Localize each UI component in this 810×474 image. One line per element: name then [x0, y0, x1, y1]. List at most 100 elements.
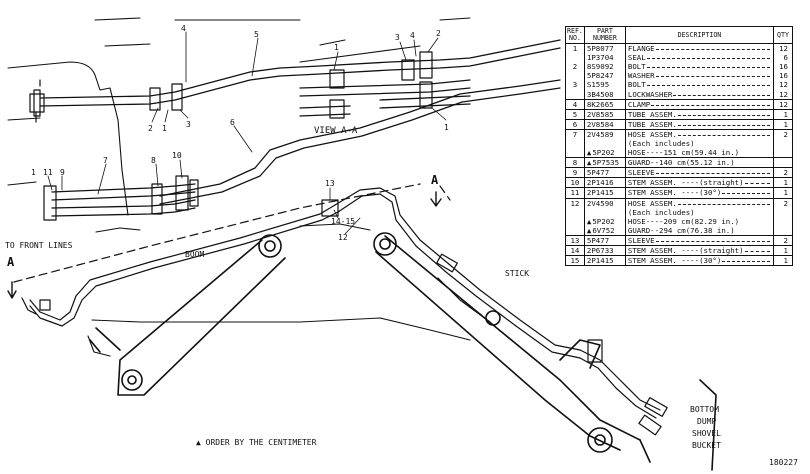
- frame-outline: [7, 17, 471, 233]
- parts-table-header: REF. NO. PART NUMBER DESCRIPTION QTY: [565, 26, 793, 44]
- part-number-cell: 8K2665: [583, 98, 626, 110]
- ref-no-cell-text: 9: [572, 168, 578, 178]
- ref-no-cell-text: 3: [572, 80, 578, 90]
- part-number-cell: S1595: [583, 80, 626, 90]
- qty-cell: 1: [773, 244, 793, 256]
- part-number-cell-text: 2V4590: [586, 198, 614, 208]
- callout-14-15: 14-15: [331, 217, 355, 226]
- part-number-cell: ▲6V752: [583, 225, 626, 236]
- description-text: BOLT: [627, 80, 646, 90]
- part-number-cell: 2V8584: [583, 118, 626, 130]
- ref-no-cell-text: 12: [570, 198, 580, 208]
- ref-no-cell: 4: [565, 98, 585, 110]
- section-line-a: [13, 183, 451, 283]
- part-number-cell-text: 5P7535: [592, 158, 620, 168]
- qty-cell-text: 1: [783, 246, 788, 256]
- centimeter-order-marker-icon: ▲: [586, 225, 592, 235]
- leader-dashes: [722, 189, 770, 195]
- ref-no-cell: 15: [565, 255, 585, 266]
- description-text: BOLT: [627, 62, 646, 72]
- part-number-cell-text: 5P477: [586, 235, 610, 245]
- qty-cell-text: 1: [783, 109, 788, 119]
- description-cell: HOSE----209 cm(82.29 in.): [624, 216, 775, 226]
- ref-no-cell: [565, 225, 585, 236]
- flange-fittings: [29, 51, 433, 221]
- part-number-header: PART NUMBER: [583, 26, 626, 44]
- parts-row: (Each includes): [565, 207, 793, 217]
- qty-cell-text: 1: [783, 178, 788, 188]
- ref-no-header: REF. NO.: [565, 26, 585, 44]
- callout-8: 8: [151, 156, 156, 165]
- part-number-cell-text: 8S9092: [586, 62, 614, 72]
- leader-dashes: [655, 236, 770, 242]
- description-text: STEM ASSEM. ----(straight): [627, 178, 744, 188]
- description-text: SLEEVE: [627, 235, 655, 245]
- ref-no-cell: 2: [565, 62, 585, 72]
- tube-assembly-5: [39, 39, 561, 107]
- description-cell: WASHER: [624, 71, 775, 81]
- part-number-cell: 2P1415: [583, 255, 626, 266]
- leader-dashes: [677, 130, 770, 136]
- part-number-cell-text: 2P1415: [586, 188, 614, 198]
- description-text: HOSE ASSEM.: [627, 198, 677, 208]
- bucket-label-line1: BOTTOM: [690, 405, 719, 414]
- part-number-cell-text: 6V752: [592, 225, 615, 235]
- description-cell: LOCKWASHER: [624, 89, 775, 100]
- description-text: GUARD--140 cm(55.12 in.): [627, 158, 735, 168]
- ref-no-cell: 8: [565, 157, 585, 168]
- ref-no-cell: 7: [565, 128, 585, 139]
- parts-row: (Each includes): [565, 138, 793, 149]
- callout-1-center: 1: [334, 43, 339, 52]
- qty-cell-text: 1: [783, 188, 788, 198]
- qty-cell: [773, 138, 793, 149]
- part-number-cell-text: 2V8584: [586, 119, 614, 129]
- qty-cell: 2: [773, 167, 793, 178]
- stick-label: STICK: [505, 269, 529, 278]
- part-number-cell: ▲5P7535: [583, 157, 626, 168]
- qty-cell: 2: [773, 128, 793, 139]
- ref-no-cell-text: 10: [570, 178, 580, 188]
- part-number-cell: 8S9092: [583, 62, 626, 72]
- callout-9: 9: [60, 168, 65, 177]
- stick-hose-fittings: [39, 199, 668, 436]
- qty-cell-text: 12: [779, 99, 788, 109]
- ref-no-cell: 10: [565, 177, 585, 188]
- description-cell: (Each includes): [624, 207, 775, 217]
- leader-dashes: [677, 199, 770, 205]
- lower-frame-outline: [87, 223, 491, 357]
- leader-dashes: [646, 62, 770, 69]
- part-number-cell-text: 5P8077: [586, 44, 614, 54]
- centimeter-order-marker-icon: ▲: [586, 216, 592, 226]
- description-cell: SEAL: [624, 53, 775, 63]
- leader-dashes: [673, 90, 770, 96]
- description-text: GUARD--294 cm(76.38 in.): [627, 225, 735, 235]
- ref-no-cell: [565, 138, 585, 149]
- callout-6: 6: [230, 118, 235, 127]
- part-number-cell: 2V4590: [583, 197, 626, 208]
- part-number-cell: 5P477: [583, 234, 626, 246]
- section-mark-right: A: [431, 173, 439, 187]
- qty-cell-text: 12: [779, 80, 788, 90]
- leader-dashes: [677, 120, 770, 126]
- part-number-cell: 2P1415: [583, 187, 626, 198]
- ref-no-cell-text: 14: [570, 246, 580, 256]
- part-number-cell-text: 1P3704: [586, 53, 614, 63]
- section-mark-left: A: [7, 255, 15, 269]
- description-cell: TUBE ASSEM.: [624, 118, 775, 130]
- ref-no-cell: 13: [565, 234, 585, 246]
- qty-cell: [773, 225, 793, 236]
- section-arrow-left: [7, 281, 17, 299]
- ref-no-cell-text: 15: [570, 256, 580, 266]
- ref-no-cell: 12: [565, 197, 585, 208]
- description-cell: STEM ASSEM. ----(straight): [624, 177, 775, 188]
- ref-no-cell: 6: [565, 118, 585, 130]
